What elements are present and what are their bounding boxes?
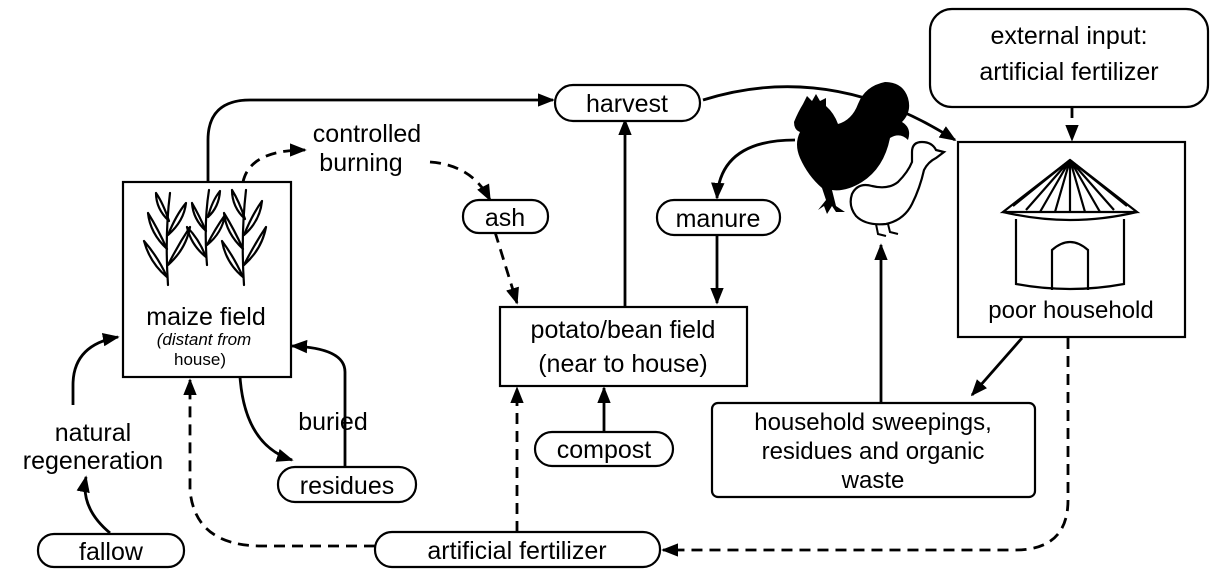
hut-icon xyxy=(999,158,1141,291)
natural-regeneration-line1: natural xyxy=(55,419,131,447)
maize-plants-icon xyxy=(142,188,268,287)
harvest-node: harvest xyxy=(553,83,702,123)
sweepings-line1: household sweepings, xyxy=(754,409,992,436)
maize-field-title: maize field xyxy=(146,303,266,331)
artificial-fertilizer-node: artificial fertilizer xyxy=(373,530,662,569)
residues-node: residues xyxy=(276,465,418,504)
manure-node: manure xyxy=(655,198,782,237)
arrow-chickens-to-manure xyxy=(711,138,796,200)
natural-regeneration-label-group: natural regeneration xyxy=(23,419,163,475)
arrow-fallow-to-regeneration xyxy=(76,475,111,535)
compost-label: compost xyxy=(557,436,652,464)
potato-bean-field-node: potato/bean field (near to house) xyxy=(498,305,749,388)
natural-regeneration-line2: regeneration xyxy=(23,447,163,475)
poor-household-node: poor household xyxy=(956,140,1187,339)
artificial-fertilizer-label: artificial fertilizer xyxy=(427,537,606,565)
household-sweepings-node: household sweepings, residues and organi… xyxy=(710,401,1037,499)
fallow-label: fallow xyxy=(79,538,144,566)
arrow-household-to-artificial-fertilizer xyxy=(661,338,1070,557)
ash-label: ash xyxy=(485,204,525,232)
controlled-burning-line1: controlled xyxy=(313,120,421,148)
buried-label: buried xyxy=(298,408,368,436)
rooster-icon xyxy=(794,82,910,214)
fallow-node: fallow xyxy=(36,532,186,569)
potato-field-title: potato/bean field xyxy=(531,316,716,344)
arrow-harvest-to-household xyxy=(702,85,957,142)
manure-label: manure xyxy=(676,205,761,233)
maize-field-subtitle-line1: (distant from xyxy=(157,330,251,349)
maize-field-subtitle-line2: house) xyxy=(174,350,226,369)
residues-label: residues xyxy=(300,472,395,500)
maize-field-node: maize field (distant from house) xyxy=(121,180,293,379)
harvest-label: harvest xyxy=(586,90,668,118)
duck-icon xyxy=(849,140,947,237)
ash-node: ash xyxy=(461,198,550,235)
controlled-burning-label-group: controlled burning xyxy=(313,120,421,177)
arrow-household-to-sweepings xyxy=(970,337,1024,397)
arrows xyxy=(71,85,1079,557)
arrow-burning-to-ash xyxy=(429,160,492,202)
potato-field-subtitle: (near to house) xyxy=(538,350,708,378)
arrow-fertilizer-to-maize xyxy=(183,378,375,548)
arrow-maize-to-burning xyxy=(241,143,307,183)
poor-household-label: poor household xyxy=(988,297,1153,324)
arrow-maize-to-residues xyxy=(238,376,294,462)
arrow-regeneration-to-maize xyxy=(71,333,120,405)
arrow-residues-buried-to-maize xyxy=(290,339,347,467)
compost-node: compost xyxy=(533,430,675,468)
arrow-ash-to-potato xyxy=(493,231,519,305)
sweepings-line3: waste xyxy=(841,467,905,494)
external-input-line2: artificial fertilizer xyxy=(979,58,1158,86)
arrow-maize-to-harvest xyxy=(206,93,555,182)
external-input-line1: external input: xyxy=(990,22,1147,50)
sweepings-line2: residues and organic xyxy=(762,438,985,465)
external-input-node: external input: artificial fertilizer xyxy=(928,7,1210,109)
controlled-burning-line2: burning xyxy=(319,149,402,177)
